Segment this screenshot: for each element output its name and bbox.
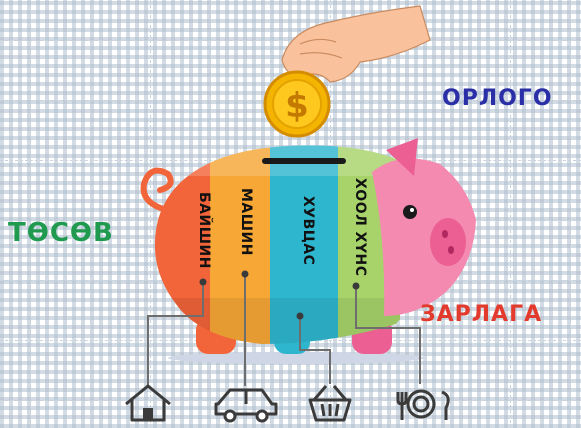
pig-eye [403, 205, 417, 219]
pig-shadow [168, 352, 424, 364]
coin-symbol: $ [285, 86, 309, 126]
connector-lines [147, 274, 421, 388]
pig-snout [430, 218, 466, 266]
svg-text:ХУВЦАС: ХУВЦАС [300, 196, 316, 265]
car-icon [214, 388, 278, 423]
expense-label: ЗАРЛАГА [420, 302, 543, 327]
stripe-label-food: ХООЛ ХҮНС [352, 178, 368, 277]
coin-icon: $ [263, 70, 331, 138]
plate-cutlery-icon [396, 389, 450, 420]
budget-label: ТӨСӨВ [8, 218, 114, 248]
svg-text:БАЙШИН: БАЙШИН [196, 192, 213, 269]
stripe-label-car: МАШИН [238, 188, 254, 256]
pig-head [372, 138, 476, 316]
income-label: ОРЛОГО [442, 86, 553, 111]
pig-ear [386, 138, 418, 176]
pig-tail [140, 167, 179, 215]
stripe-label-housing: БАЙШИН [196, 192, 213, 269]
svg-text:МАШИН: МАШИН [238, 188, 254, 256]
coin-slot [262, 158, 346, 164]
hand-icon [281, 5, 431, 83]
svg-text:ХООЛ ХҮНС: ХООЛ ХҮНС [352, 178, 368, 277]
house-icon [125, 384, 171, 422]
shopping-basket-icon [308, 385, 352, 422]
stripe-label-clothing: ХУВЦАС [300, 196, 316, 265]
